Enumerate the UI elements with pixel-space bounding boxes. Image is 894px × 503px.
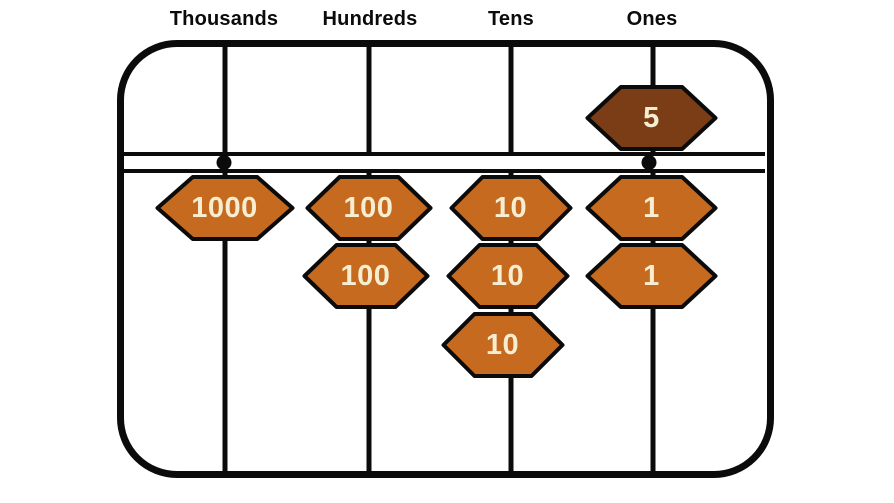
bead-value: 100 xyxy=(340,260,391,292)
column-label-thousands: Thousands xyxy=(169,8,279,30)
hexagon-bead-shape xyxy=(441,312,564,378)
hexagon-bead-shape xyxy=(585,243,718,309)
bead-1[interactable]: 1 xyxy=(585,242,718,310)
column-label-ones: Ones xyxy=(626,8,678,30)
bead-value: 5 xyxy=(643,102,660,134)
bead-value: 100 xyxy=(343,192,394,224)
hexagon-bead-shape xyxy=(585,85,718,151)
bead-10[interactable]: 10 xyxy=(441,311,565,379)
bead-value: 1000 xyxy=(191,192,258,224)
bead-value: 1 xyxy=(643,260,660,292)
beam-bar xyxy=(124,152,765,173)
bead-10[interactable]: 10 xyxy=(449,174,573,242)
beam-dot-thousands xyxy=(216,155,232,170)
beam-dot-ones xyxy=(641,155,657,170)
column-label-tens: Tens xyxy=(488,8,534,30)
bead-value: 10 xyxy=(485,329,520,361)
column-label-hundreds: Hundreds xyxy=(322,8,418,30)
bead-5[interactable]: 5 xyxy=(585,84,718,152)
bead-10[interactable]: 10 xyxy=(446,242,570,310)
bead-100[interactable]: 100 xyxy=(305,174,433,242)
rod-thousands xyxy=(222,45,228,473)
bead-value: 10 xyxy=(490,260,525,292)
hexagon-bead-shape xyxy=(585,175,718,241)
bead-1[interactable]: 1 xyxy=(585,174,718,242)
bead-1000[interactable]: 1000 xyxy=(155,174,295,242)
hexagon-bead-shape xyxy=(302,243,429,309)
bead-100[interactable]: 100 xyxy=(302,242,430,310)
bead-value: 1 xyxy=(643,192,660,224)
hexagon-bead-shape xyxy=(305,175,432,241)
hexagon-bead-shape xyxy=(449,175,572,241)
hexagon-bead-shape xyxy=(446,243,569,309)
bead-value: 10 xyxy=(493,192,528,224)
hexagon-bead-shape xyxy=(155,175,294,241)
